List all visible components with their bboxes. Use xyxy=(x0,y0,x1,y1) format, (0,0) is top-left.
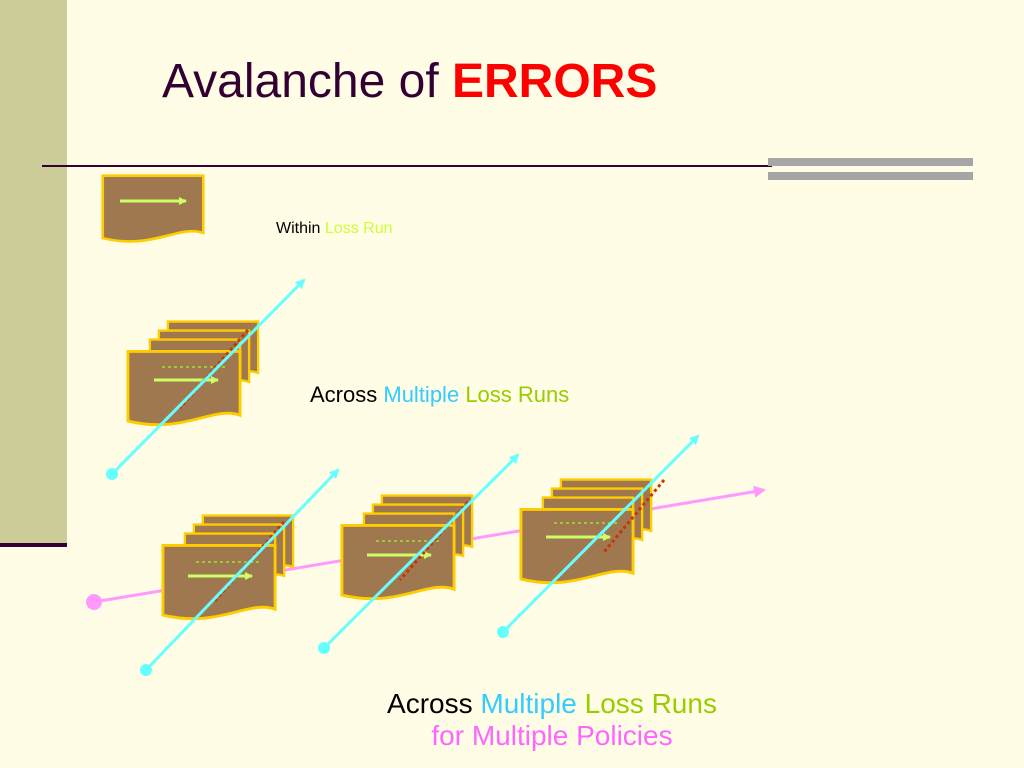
slide-title: Avalanche of ERRORS xyxy=(162,58,657,106)
label-across-green: Loss Runs xyxy=(465,382,570,407)
document-stack-2 xyxy=(140,468,340,676)
label-across-policies: Across Multiple Loss Runs for Multiple P… xyxy=(352,688,752,752)
label-within-highlight: Loss Run xyxy=(324,220,393,237)
label-across-word: Across xyxy=(310,382,378,407)
label-policies-line2: for Multiple Policies xyxy=(431,720,673,752)
document-stack-3 xyxy=(318,453,520,654)
label-within-word: Within xyxy=(276,220,321,237)
document-icon xyxy=(101,174,205,243)
label-policies-cyan: Multiple xyxy=(480,688,577,719)
sidebar-rule xyxy=(0,543,67,547)
label-within-loss-run: Within Loss Run xyxy=(276,220,393,238)
decor-bar-bottom xyxy=(768,172,973,180)
title-accent: ERRORS xyxy=(452,55,658,108)
document-stack-1 xyxy=(106,278,306,480)
title-text: Avalanche of xyxy=(162,55,439,108)
label-policies-green: Loss Runs xyxy=(584,688,717,719)
label-across-cyan: Multiple xyxy=(383,382,460,407)
label-policies-word: Across xyxy=(387,688,473,719)
label-policies-line1: Across Multiple Loss Runs xyxy=(352,688,752,720)
decor-bar-top xyxy=(768,158,973,166)
document-stack-4 xyxy=(497,434,700,638)
label-across-loss-runs: Across Multiple Loss Runs xyxy=(310,382,569,407)
sidebar-decoration xyxy=(0,0,67,545)
title-rule xyxy=(42,165,772,167)
